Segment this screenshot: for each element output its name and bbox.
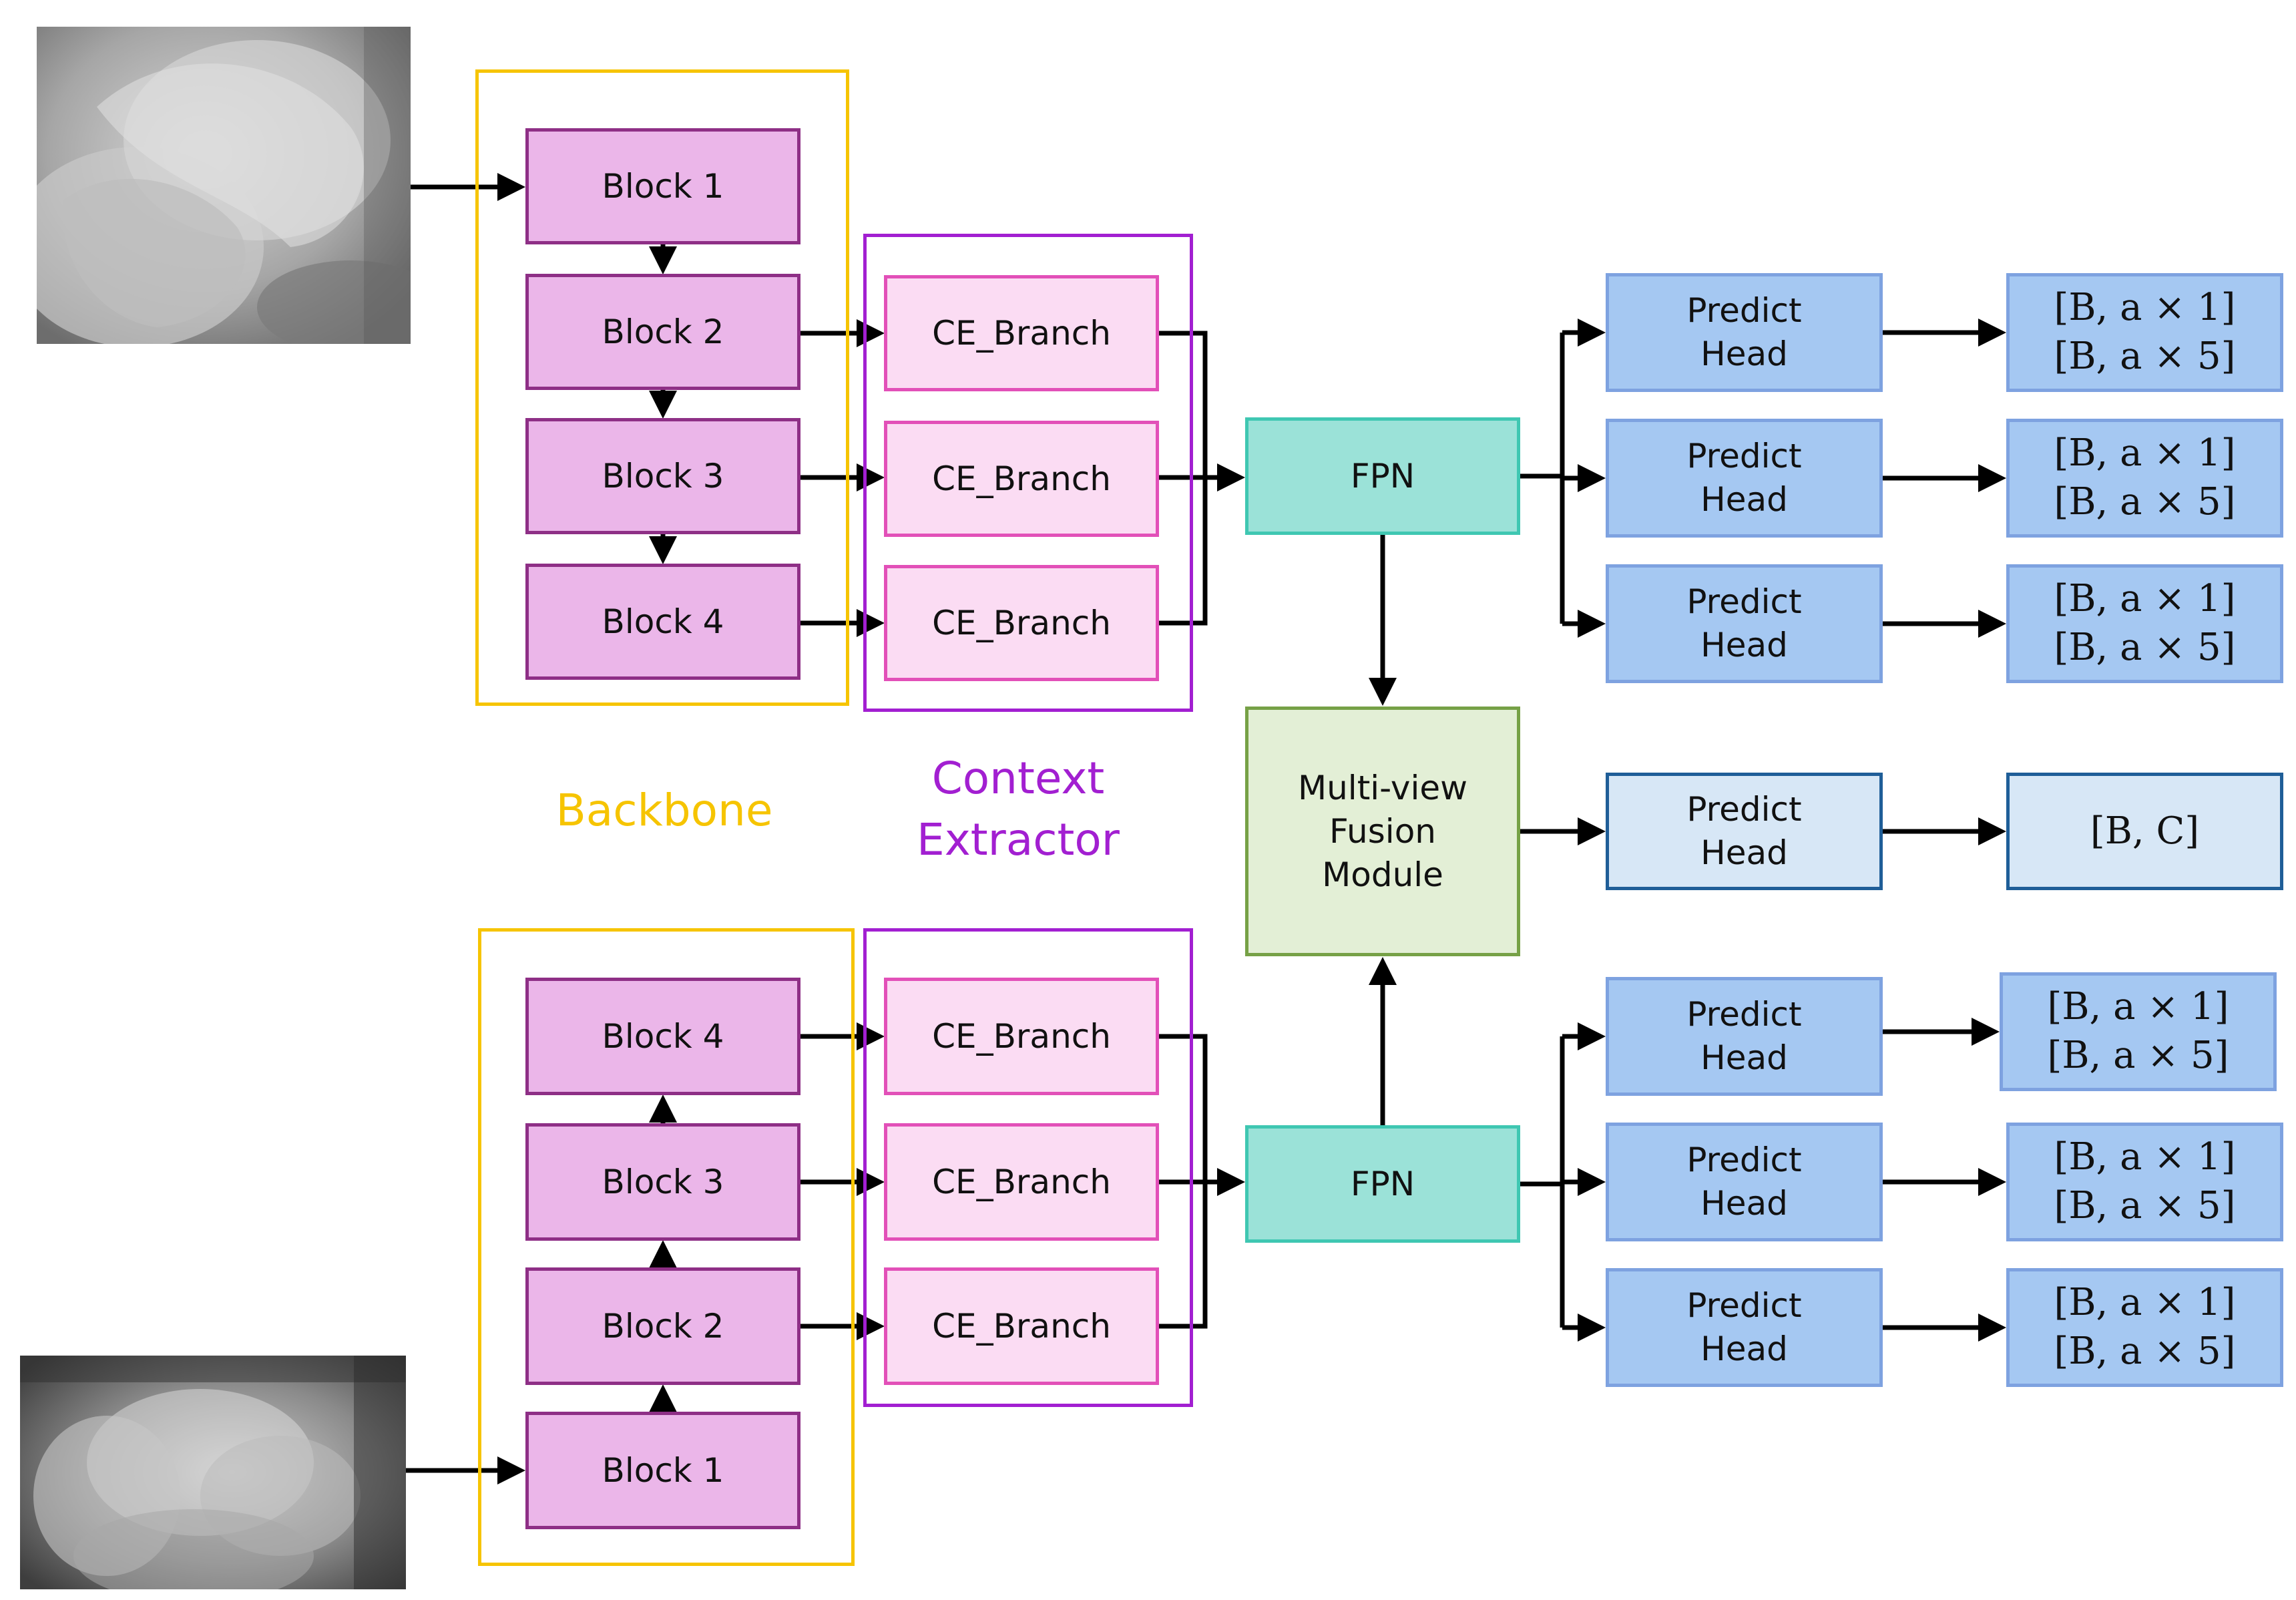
output-top-2-line2: [B, a × 5] xyxy=(2054,480,2236,524)
output-bottom-3: [B, a × 1] [B, a × 5] xyxy=(2006,1268,2283,1387)
top-ce-branch-2-label: CE_Branch xyxy=(932,459,1111,498)
multi-view-fusion-module: Multi-view Fusion Module xyxy=(1245,707,1520,956)
bottom-ce-branch-2: CE_Branch xyxy=(884,1123,1159,1241)
backbone-group-top xyxy=(475,69,849,706)
fusion-line2: Fusion xyxy=(1329,811,1436,851)
predict-head-bottom-2-line1: Predict xyxy=(1686,1141,1802,1179)
output-top-3: [B, a × 1] [B, a × 5] xyxy=(2006,564,2283,683)
top-block-2-label: Block 2 xyxy=(602,312,724,351)
output-top-1: [B, a × 1] [B, a × 5] xyxy=(2006,273,2283,392)
output-bottom-2: [B, a × 1] [B, a × 5] xyxy=(2006,1123,2283,1241)
top-block-2: Block 2 xyxy=(525,274,800,390)
bottom-block-4: Block 4 xyxy=(525,978,800,1095)
top-block-3: Block 3 xyxy=(525,418,800,534)
output-top-1-line2: [B, a × 5] xyxy=(2054,335,2236,378)
predict-head-bottom-3-line1: Predict xyxy=(1686,1286,1802,1325)
predict-head-top-1-line2: Head xyxy=(1700,335,1788,373)
top-ce-branch-1-label: CE_Branch xyxy=(932,313,1111,353)
top-ce-branch-3-label: CE_Branch xyxy=(932,603,1111,642)
top-ce-branch-3: CE_Branch xyxy=(884,565,1159,681)
predict-head-top-1: Predict Head xyxy=(1606,273,1883,392)
predict-head-classification: Predict Head xyxy=(1606,773,1883,890)
predict-head-top-3: Predict Head xyxy=(1606,564,1883,683)
top-block-1: Block 1 xyxy=(525,128,800,244)
predict-head-top-3-line2: Head xyxy=(1700,626,1788,664)
predict-head-bottom-3-line2: Head xyxy=(1700,1330,1788,1368)
bottom-block-4-label: Block 4 xyxy=(602,1016,724,1056)
bottom-block-1-label: Block 1 xyxy=(602,1450,724,1490)
bottom-block-2-label: Block 2 xyxy=(602,1306,724,1346)
predict-head-top-2-line2: Head xyxy=(1700,480,1788,519)
top-ce-branch-2: CE_Branch xyxy=(884,421,1159,537)
output-top-3-line2: [B, a × 5] xyxy=(2054,626,2236,669)
bottom-ce-branch-1-label: CE_Branch xyxy=(932,1016,1111,1056)
bottom-block-2: Block 2 xyxy=(525,1267,800,1385)
predict-head-top-2: Predict Head xyxy=(1606,419,1883,538)
predict-head-bottom-1: Predict Head xyxy=(1606,977,1883,1096)
context-extractor-label: Context Extractor xyxy=(868,748,1168,871)
context-extractor-label-line2: Extractor xyxy=(917,814,1120,866)
top-block-4: Block 4 xyxy=(525,564,800,680)
predict-head-top-1-line1: Predict xyxy=(1686,291,1802,330)
output-bottom-1: [B, a × 1] [B, a × 5] xyxy=(2000,972,2277,1091)
output-top-3-line1: [B, a × 1] xyxy=(2054,577,2236,621)
output-bottom-1-line1: [B, a × 1] xyxy=(2047,985,2229,1029)
output-top-1-line1: [B, a × 1] xyxy=(2054,286,2236,330)
xray-image-bottom xyxy=(20,1356,406,1589)
predict-head-bottom-3: Predict Head xyxy=(1606,1268,1883,1387)
predict-head-top-2-line1: Predict xyxy=(1686,437,1802,475)
output-top-2: [B, a × 1] [B, a × 5] xyxy=(2006,419,2283,538)
top-block-3-label: Block 3 xyxy=(602,456,724,495)
predict-head-bottom-2: Predict Head xyxy=(1606,1123,1883,1241)
predict-head-bottom-1-line2: Head xyxy=(1700,1038,1788,1077)
bottom-ce-branch-1: CE_Branch xyxy=(884,978,1159,1095)
bottom-block-3: Block 3 xyxy=(525,1123,800,1241)
top-ce-branch-1: CE_Branch xyxy=(884,275,1159,391)
output-bottom-3-line1: [B, a × 1] xyxy=(2054,1281,2236,1325)
xray-image-top xyxy=(37,27,411,344)
predict-head-bottom-1-line1: Predict xyxy=(1686,995,1802,1034)
bottom-ce-branch-3-label: CE_Branch xyxy=(932,1306,1111,1346)
output-bottom-3-line2: [B, a × 5] xyxy=(2054,1330,2236,1373)
context-extractor-group-top xyxy=(863,234,1193,712)
predict-head-classification-line1: Predict xyxy=(1686,790,1802,829)
predict-head-top-3-line1: Predict xyxy=(1686,582,1802,621)
bottom-ce-branch-3: CE_Branch xyxy=(884,1267,1159,1385)
context-extractor-label-line1: Context xyxy=(931,753,1105,804)
bottom-block-3-label: Block 3 xyxy=(602,1162,724,1201)
fusion-line3: Module xyxy=(1322,855,1443,894)
predict-head-bottom-2-line2: Head xyxy=(1700,1184,1788,1223)
top-block-4-label: Block 4 xyxy=(602,602,724,641)
output-bottom-1-line2: [B, a × 5] xyxy=(2047,1034,2229,1077)
fpn-bottom: FPN xyxy=(1245,1125,1520,1243)
backbone-label: Backbone xyxy=(521,780,808,841)
fpn-top: FPN xyxy=(1245,417,1520,535)
fpn-bottom-label: FPN xyxy=(1350,1164,1415,1203)
predict-head-classification-line2: Head xyxy=(1700,833,1788,872)
context-extractor-group-bottom xyxy=(863,928,1193,1407)
output-top-2-line1: [B, a × 1] xyxy=(2054,431,2236,475)
output-classification-text: [B, C] xyxy=(2090,809,2200,853)
bottom-ce-branch-2-label: CE_Branch xyxy=(932,1162,1111,1201)
output-bottom-2-line2: [B, a × 5] xyxy=(2054,1184,2236,1227)
backbone-label-text: Backbone xyxy=(555,785,773,836)
backbone-group-bottom xyxy=(478,928,855,1566)
top-block-1-label: Block 1 xyxy=(602,166,724,206)
output-classification: [B, C] xyxy=(2006,773,2283,890)
fpn-top-label: FPN xyxy=(1350,456,1415,495)
bottom-block-1: Block 1 xyxy=(525,1412,800,1529)
fusion-line1: Multi-view xyxy=(1297,768,1468,807)
output-bottom-2-line1: [B, a × 1] xyxy=(2054,1135,2236,1179)
